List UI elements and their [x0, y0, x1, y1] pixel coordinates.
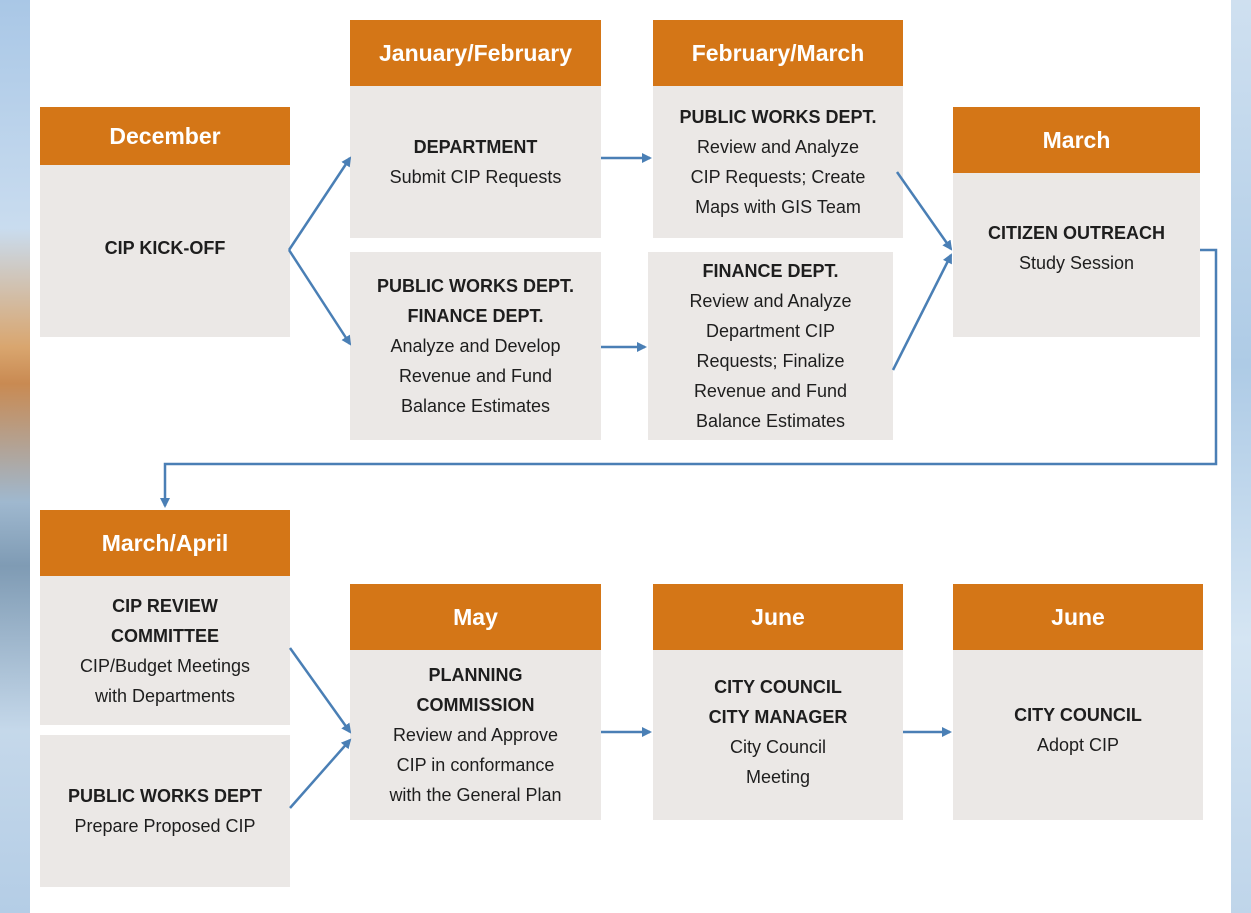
- pw-finance-line-2: FINANCE DEPT.: [407, 306, 544, 326]
- arrow-december-to-pw-finance: [287, 249, 352, 346]
- pw-finance-box: PUBLIC WORKS DEPT. FINANCE DEPT. Analyze…: [350, 252, 601, 440]
- may-line-3: Review and Approve: [392, 725, 559, 745]
- febmar-box: February/March PUBLIC WORKS DEPT. Review…: [653, 20, 903, 238]
- arrow-pw-prepare-to-may: [289, 738, 352, 809]
- arrow-march-to-marapr: [160, 248, 1218, 508]
- febmar-header: February/March: [653, 20, 903, 86]
- pw-prepare-line-1: PUBLIC WORKS DEPT: [67, 786, 262, 806]
- finance-line-6: Balance Estimates: [695, 411, 846, 431]
- june-2-body: CITY COUNCIL Adopt CIP: [953, 650, 1203, 820]
- febmar-line-3: CIP Requests; Create: [690, 167, 866, 187]
- may-line-4: CIP in conformance: [396, 755, 555, 775]
- june-2-line-2: Adopt CIP: [1036, 735, 1120, 755]
- may-header: May: [350, 584, 601, 650]
- arrow-marapr-to-may: [288, 647, 352, 734]
- pw-finance-line-4: Revenue and Fund: [398, 366, 553, 386]
- marapr-line-4: with Departments: [94, 685, 236, 706]
- finance-line-3: Department CIP: [705, 321, 836, 341]
- finance-line-1: FINANCE DEPT.: [702, 261, 839, 281]
- june-1-line-4: Meeting: [745, 767, 811, 787]
- june-2-header: June: [953, 584, 1203, 650]
- june-council-manager-box: June CITY COUNCIL CITY MANAGER City Coun…: [653, 584, 903, 820]
- marapr-line-1: CIP REVIEW: [112, 595, 218, 616]
- may-body: PLANNING COMMISSION Review and Approve C…: [350, 650, 601, 820]
- finance-line-4: Requests; Finalize: [696, 351, 845, 371]
- pw-finance-line-5: Balance Estimates: [400, 396, 551, 416]
- december-box: December CIP KICK-OFF: [40, 107, 290, 337]
- pw-prepare-box: PUBLIC WORKS DEPT Prepare Proposed CIP: [40, 735, 290, 887]
- janfeb-line-1: DEPARTMENT: [413, 137, 538, 157]
- marapr-line-3: CIP/Budget Meetings: [79, 655, 251, 676]
- febmar-line-1: PUBLIC WORKS DEPT.: [679, 107, 877, 127]
- arrow-finance-to-march: [891, 253, 953, 371]
- background-photo-strip: [0, 0, 30, 913]
- december-body: CIP KICK-OFF: [40, 165, 290, 337]
- febmar-line-4: Maps with GIS Team: [695, 197, 861, 217]
- pw-finance-line-3: Analyze and Develop: [390, 336, 561, 356]
- febmar-body: PUBLIC WORKS DEPT. Review and Analyze CI…: [653, 86, 903, 238]
- febmar-line-2: Review and Analyze: [696, 137, 860, 157]
- janfeb-box: January/February DEPARTMENT Submit CIP R…: [350, 20, 601, 238]
- arrow-december-to-janfeb: [287, 156, 352, 251]
- june-1-body: CITY COUNCIL CITY MANAGER City Council M…: [653, 650, 903, 820]
- june-1-line-1: CITY COUNCIL: [714, 677, 842, 697]
- marapr-box: March/April CIP REVIEW COMMITTEE CIP/Bud…: [40, 510, 290, 725]
- janfeb-line-2: Submit CIP Requests: [389, 167, 562, 187]
- may-line-5: with the General Plan: [389, 785, 562, 805]
- marapr-line-2: COMMITTEE: [111, 625, 219, 646]
- march-box: March CITIZEN OUTREACH Study Session: [953, 107, 1200, 337]
- march-line-2: Study Session: [1018, 253, 1135, 273]
- background-edge: [1231, 0, 1251, 913]
- may-line-2: COMMISSION: [416, 695, 535, 715]
- pw-finance-line-1: PUBLIC WORKS DEPT.: [376, 276, 574, 296]
- janfeb-body: DEPARTMENT Submit CIP Requests: [350, 86, 601, 238]
- arrow-febmar-to-march: [895, 171, 953, 251]
- may-line-1: PLANNING: [428, 665, 523, 685]
- december-line-1: CIP KICK-OFF: [104, 238, 226, 258]
- march-line-1: CITIZEN OUTREACH: [988, 223, 1165, 243]
- pw-prepare-line-2: Prepare Proposed CIP: [74, 816, 256, 836]
- marapr-body: CIP REVIEW COMMITTEE CIP/Budget Meetings…: [40, 576, 290, 725]
- june-2-line-1: CITY COUNCIL: [1014, 705, 1142, 725]
- june-council-box: June CITY COUNCIL Adopt CIP: [953, 584, 1203, 820]
- march-header: March: [953, 107, 1200, 173]
- finance-line-2: Review and Analyze: [689, 291, 852, 311]
- finance-box: FINANCE DEPT. Review and Analyze Departm…: [648, 252, 893, 440]
- june-1-line-3: City Council: [729, 737, 827, 757]
- december-header: December: [40, 107, 290, 165]
- marapr-header: March/April: [40, 510, 290, 576]
- march-body: CITIZEN OUTREACH Study Session: [953, 173, 1200, 337]
- may-box: May PLANNING COMMISSION Review and Appro…: [350, 584, 601, 820]
- finance-line-5: Revenue and Fund: [693, 381, 848, 401]
- june-1-header: June: [653, 584, 903, 650]
- june-1-line-2: CITY MANAGER: [708, 707, 848, 727]
- janfeb-header: January/February: [350, 20, 601, 86]
